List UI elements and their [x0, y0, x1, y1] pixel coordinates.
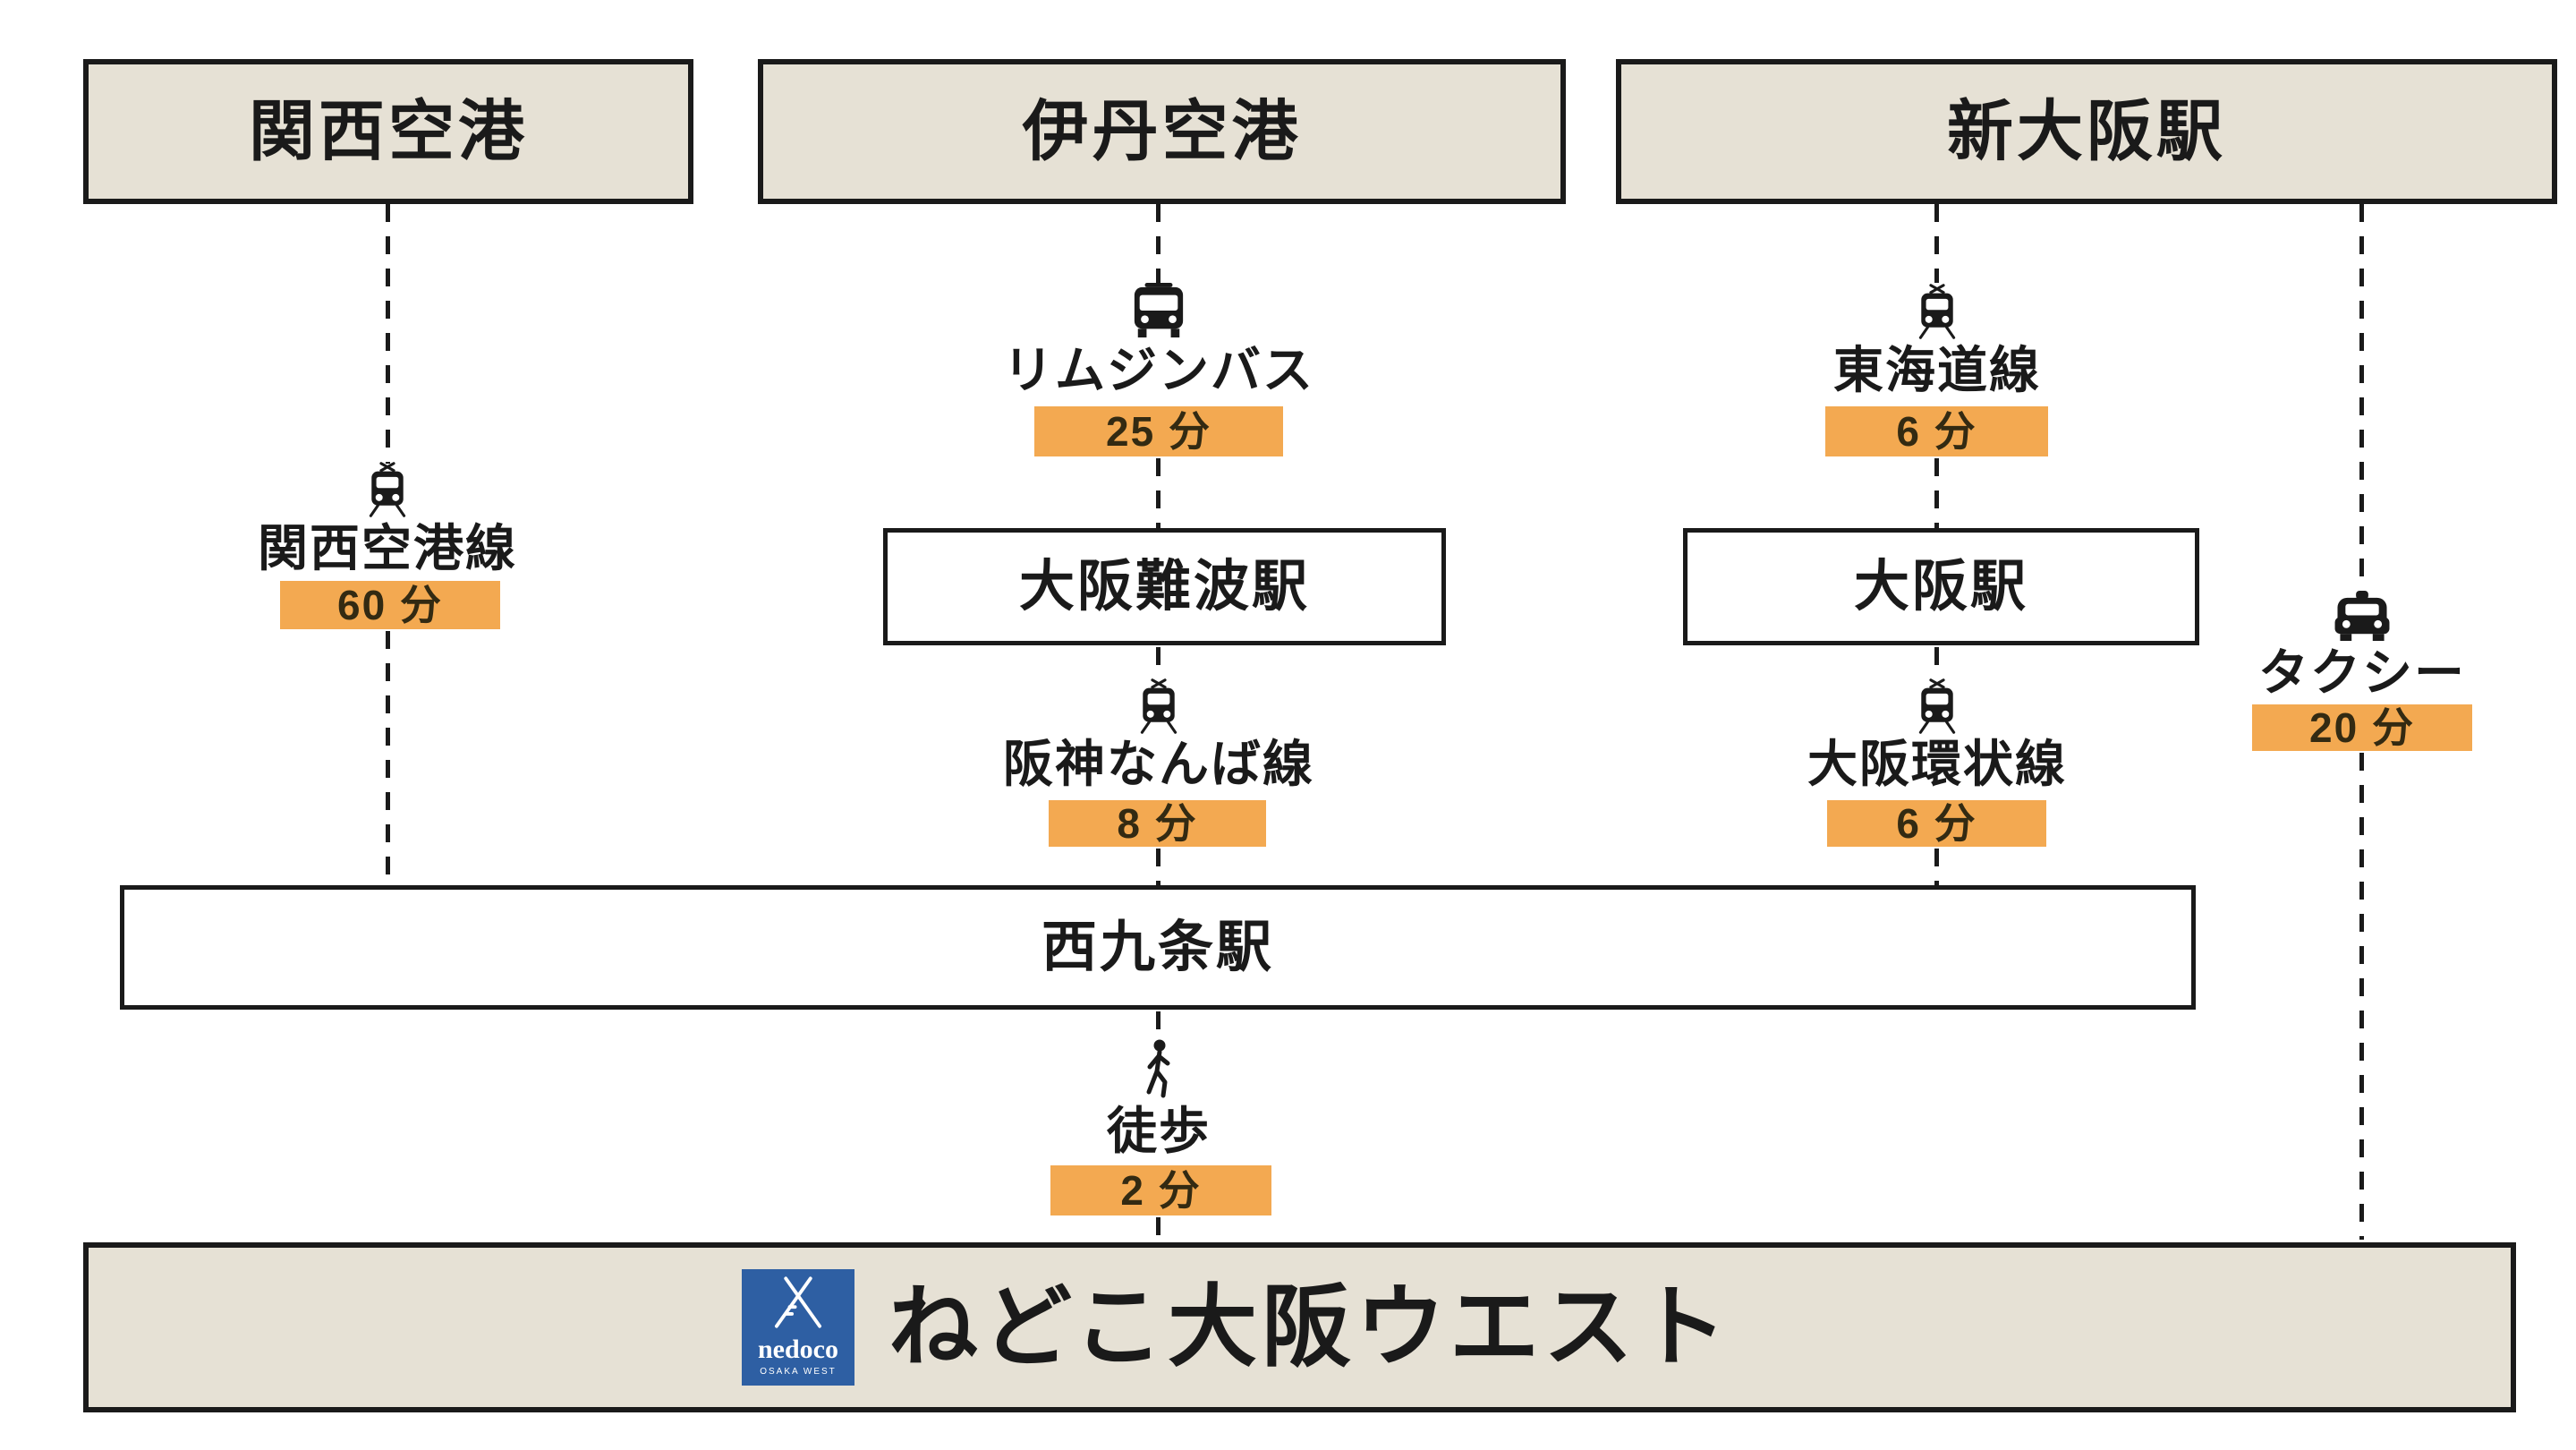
duration-badge-tokaido-line: 6 分 — [1825, 406, 2048, 456]
line-label-limousine-bus: リムジンバス — [1003, 342, 1314, 398]
origin-label-shin-osaka-station: 新大阪駅 — [1947, 94, 2226, 168]
bus-icon — [1126, 283, 1191, 338]
origin-box-itami-airport: 伊丹空港 — [758, 59, 1566, 204]
duration-badge-hanshin-namba-line: 8 分 — [1049, 800, 1266, 847]
route-connector — [1156, 1217, 1160, 1240]
train-icon — [1912, 678, 1962, 734]
route-connector — [2359, 204, 2364, 589]
route-connector — [1156, 647, 1160, 678]
station-box-nishikujo: 西九条駅 — [120, 885, 2196, 1010]
route-connector — [1934, 204, 1939, 283]
origin-label-itami-airport: 伊丹空港 — [1022, 94, 1302, 168]
station-label-osaka-namba: 大阪難波駅 — [1018, 555, 1310, 618]
line-label-taxi: タクシー — [2258, 644, 2466, 701]
train-icon — [362, 462, 412, 517]
route-connector — [1156, 1011, 1160, 1039]
origin-box-kansai-airport: 関西空港 — [83, 59, 693, 204]
line-label-walk: 徒歩 — [1107, 1103, 1211, 1159]
route-connector — [386, 631, 390, 885]
nedoco-logo: nedoco OSAKA WEST — [742, 1269, 854, 1386]
line-label-osaka-loop-line: 大阪環状線 — [1807, 736, 2067, 792]
origin-label-kansai-airport: 関西空港 — [249, 94, 528, 168]
tent-icon — [774, 1276, 822, 1328]
duration-badge-walk: 2 分 — [1050, 1165, 1271, 1215]
logo-subtitle: OSAKA WEST — [760, 1367, 837, 1377]
route-connector — [1156, 458, 1160, 528]
station-box-osaka: 大阪駅 — [1683, 528, 2199, 645]
destination-box: nedoco OSAKA WEST ねどこ大阪ウエスト — [83, 1242, 2516, 1412]
route-connector — [1156, 204, 1160, 283]
walking-person-icon — [1138, 1039, 1179, 1098]
route-connector — [1934, 849, 1939, 885]
duration-badge-taxi: 20 分 — [2252, 704, 2472, 751]
duration-badge-kansai-airport-line: 60 分 — [280, 581, 500, 629]
train-icon — [1912, 284, 1962, 339]
duration-badge-limousine-bus: 25 分 — [1034, 406, 1283, 456]
line-label-kansai-airport-line: 関西空港線 — [258, 520, 517, 576]
route-connector — [1934, 647, 1939, 678]
station-label-osaka: 大阪駅 — [1853, 555, 2028, 618]
line-label-hanshin-namba-line: 阪神なんば線 — [1003, 736, 1314, 792]
logo-name: nedoco — [758, 1335, 838, 1364]
train-icon — [1134, 678, 1184, 734]
station-box-osaka-namba: 大阪難波駅 — [883, 528, 1446, 645]
taxi-icon — [2333, 591, 2392, 642]
station-label-nishikujo: 西九条駅 — [1041, 916, 1274, 978]
route-connector — [1934, 458, 1939, 528]
route-connector — [1156, 849, 1160, 885]
origin-box-shin-osaka-station: 新大阪駅 — [1616, 59, 2557, 204]
destination-label: ねどこ大阪ウエスト — [888, 1277, 1731, 1378]
route-connector — [386, 204, 390, 464]
duration-badge-osaka-loop-line: 6 分 — [1827, 800, 2046, 847]
route-connector — [2359, 753, 2364, 1240]
line-label-tokaido-line: 東海道線 — [1833, 342, 2041, 398]
